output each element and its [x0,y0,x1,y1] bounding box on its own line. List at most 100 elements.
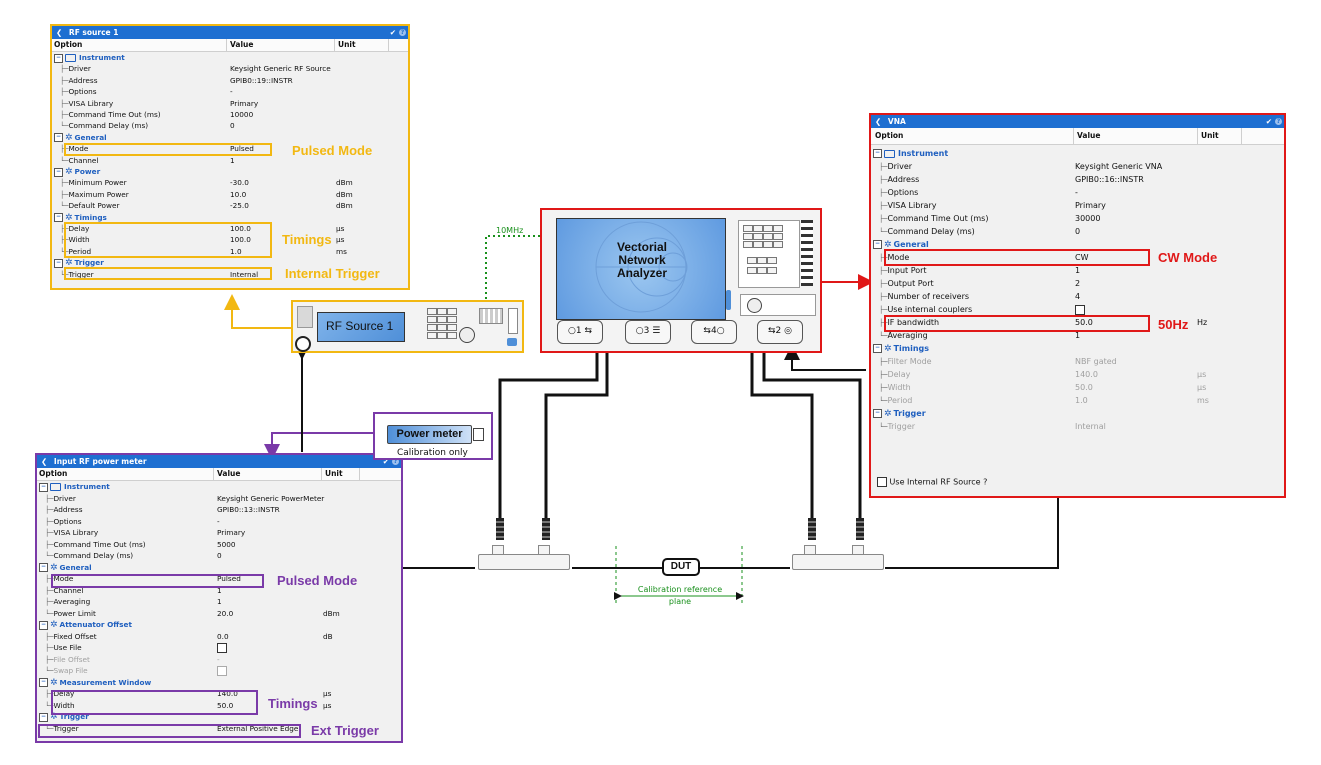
vna-port-1[interactable]: ○1 ⇆ [557,320,603,344]
help-icon[interactable]: ? [399,29,406,36]
collapse-icon[interactable]: − [39,563,48,572]
option-value[interactable] [217,665,227,677]
option-row[interactable]: ├─Command Time Out (ms)5000 [37,539,401,551]
option-value[interactable]: 100.0 [230,235,251,245]
option-value[interactable]: Primary [230,98,259,108]
rf-source-instrument[interactable]: RF Source 1 [291,300,524,353]
category-row[interactable]: −✲Attenuator Offset [37,619,401,631]
option-value[interactable]: 2 [1075,279,1081,288]
option-row[interactable]: └─Swap File [37,665,401,677]
vna-port-3[interactable]: ○3 ☰ [625,320,671,344]
option-row[interactable]: ├─Options- [52,86,408,97]
option-value[interactable]: 50.0 [217,700,234,710]
back-arrow-icon[interactable]: ❮ [41,457,48,466]
collapse-icon[interactable]: − [39,482,48,492]
option-value[interactable]: -30.0 [230,178,249,188]
use-internal-rf-source-checkbox[interactable] [877,477,887,487]
category-row[interactable]: −Instrument [871,147,1284,160]
category-row[interactable]: −Instrument [37,481,401,493]
option-value[interactable]: Keysight Generic PowerMeter [217,493,325,503]
option-value[interactable]: CW [1075,253,1089,262]
collapse-icon[interactable]: − [873,240,882,249]
option-value[interactable]: 100.0 [230,224,251,233]
option-row[interactable]: └─Command Delay (ms)0 [871,225,1284,238]
collapse-icon[interactable]: − [54,213,63,223]
option-row[interactable]: └─Command Delay (ms)0 [52,120,408,131]
collapse-icon[interactable]: − [54,167,63,177]
option-checkbox[interactable] [217,666,227,676]
option-value[interactable]: 20.0 [217,608,234,618]
rf-source-knob[interactable] [459,327,475,343]
option-value[interactable]: Keysight Generic RF Source [230,64,331,74]
option-value[interactable]: 5000 [217,539,236,549]
option-value[interactable]: 50.0 [1075,383,1093,392]
rf-output-connector[interactable] [295,336,311,352]
option-value[interactable]: 10.0 [230,189,247,199]
option-row[interactable]: ├─Use File [37,642,401,654]
check-icon[interactable]: ✔ [382,457,389,466]
option-value[interactable]: - [1075,188,1078,197]
use-internal-rf-source-option[interactable]: Use Internal RF Source ? [877,477,987,487]
option-value[interactable]: 4 [1075,292,1081,301]
option-value[interactable]: NBF gated [1075,357,1117,366]
option-value[interactable]: 10000 [230,110,254,119]
collapse-icon[interactable]: − [873,344,882,353]
category-row[interactable]: −✲General [52,132,408,143]
option-row[interactable]: ├─Use internal couplers [871,303,1284,316]
option-value[interactable]: 140.0 [1075,370,1098,379]
help-icon[interactable]: ? [392,458,399,465]
option-value[interactable]: Primary [217,528,246,537]
option-value[interactable]: 140.0 [217,689,238,698]
back-arrow-icon[interactable]: ❮ [875,117,882,126]
collapse-icon[interactable]: − [54,258,63,268]
option-value[interactable]: 1 [230,155,235,165]
option-value[interactable]: Internal [1075,422,1106,431]
option-value[interactable]: 30000 [1075,214,1101,223]
collapse-icon[interactable]: − [39,678,48,687]
option-value[interactable]: 0 [230,121,235,131]
category-row[interactable]: −✲General [37,562,401,574]
option-value[interactable]: Internal [230,269,259,279]
power-meter-box[interactable]: Power meter Calibration only [373,412,493,460]
option-value[interactable]: Pulsed [230,144,254,154]
check-icon[interactable]: ✔ [389,28,396,37]
option-value[interactable]: 0 [1075,227,1081,236]
option-value[interactable]: 1 [1075,331,1081,340]
category-row[interactable]: −✲Timings [52,212,408,223]
option-row[interactable]: ├─Command Time Out (ms)30000 [871,212,1284,225]
option-value[interactable]: 1 [1075,266,1081,275]
rf-source-power-button[interactable] [507,338,517,346]
option-value[interactable]: GPIB0::19::INSTR [230,75,293,85]
collapse-icon[interactable]: − [54,133,63,143]
option-row[interactable]: ├─File Offset- [37,654,401,666]
option-value[interactable]: 1.0 [1075,396,1088,405]
help-icon[interactable]: ? [1275,118,1282,125]
category-row[interactable]: −✲Measurement Window [37,677,401,689]
option-value[interactable]: Primary [1075,201,1106,210]
collapse-icon[interactable]: − [873,149,882,158]
option-value[interactable]: External Positive Edge [217,723,299,733]
option-value[interactable]: Pulsed [217,574,241,583]
collapse-icon[interactable]: − [54,53,63,63]
option-checkbox[interactable] [217,643,227,653]
category-row[interactable]: −✲Trigger [871,407,1284,420]
